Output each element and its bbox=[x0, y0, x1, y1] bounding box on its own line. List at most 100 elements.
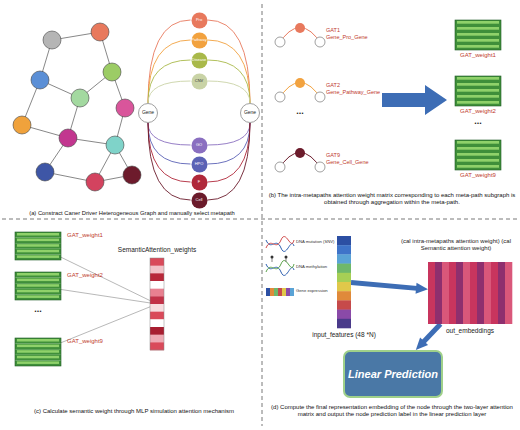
subgraph-vertex bbox=[315, 37, 325, 47]
connector-line bbox=[208, 123, 251, 145]
matrix-border bbox=[15, 338, 61, 366]
matrix-row-highlight bbox=[17, 239, 59, 242]
gene-node: Gene bbox=[240, 103, 260, 123]
matrix-row bbox=[455, 140, 501, 146]
node-circle bbox=[191, 12, 207, 28]
attention-link bbox=[61, 289, 150, 302]
weight-cell bbox=[150, 266, 164, 274]
metapath-name: Gene_Pathway_Gene bbox=[326, 89, 386, 95]
dna-icon bbox=[266, 237, 294, 252]
node-circle bbox=[191, 156, 207, 172]
matrix-row bbox=[455, 32, 501, 38]
matrix-row bbox=[455, 82, 501, 88]
arrow-head bbox=[416, 338, 428, 350]
metapath-subgraph bbox=[275, 148, 325, 172]
weight-matrix: GAT_weight9 bbox=[455, 140, 501, 170]
matrix-row-highlight bbox=[17, 284, 59, 287]
matrix-row-highlight bbox=[17, 295, 59, 298]
node-heading: GAT_weight2 bbox=[67, 272, 137, 279]
methyl-stem bbox=[286, 258, 287, 262]
subgraph-vertex bbox=[275, 92, 285, 102]
embedding-column bbox=[484, 262, 491, 324]
matrix-row bbox=[455, 94, 501, 100]
semantic-weight-bar: SemanticAttention_weights bbox=[150, 258, 164, 350]
feature-stack: input_features (48 *N) bbox=[337, 236, 351, 328]
expression-cell bbox=[266, 288, 270, 296]
metapath-arc bbox=[148, 123, 191, 200]
weight-cell bbox=[150, 319, 164, 327]
connector-line bbox=[423, 324, 440, 342]
metapath-arc bbox=[208, 81, 251, 103]
panel-caption: (b) The intra-metapaths attention weight… bbox=[266, 192, 518, 206]
graph-vertex bbox=[116, 99, 134, 117]
arrow-head bbox=[416, 283, 428, 294]
matrix-row-highlight bbox=[457, 45, 499, 48]
node-circle bbox=[139, 104, 158, 123]
matrix-row-highlight bbox=[457, 89, 499, 92]
node-text: HPO bbox=[195, 162, 204, 167]
metapath-node: CNV bbox=[191, 73, 208, 90]
metapath-name: GAT2 bbox=[326, 82, 366, 88]
matrix-row-highlight bbox=[17, 279, 59, 282]
panel-caption: (d) Compute the final representation emb… bbox=[266, 404, 518, 418]
node-circle bbox=[191, 73, 207, 89]
metapath-name: Gene_Pro_Gene bbox=[326, 34, 386, 40]
matrix-row bbox=[455, 88, 501, 94]
node-shape bbox=[455, 140, 501, 170]
connector-line bbox=[148, 123, 191, 164]
graph-vertex bbox=[43, 31, 61, 49]
methyl-group bbox=[285, 256, 288, 259]
connector-line bbox=[208, 60, 251, 103]
matrix-row bbox=[455, 146, 501, 152]
metapath-arc bbox=[208, 123, 251, 182]
graph-vertex bbox=[13, 116, 31, 134]
weight-cell bbox=[150, 327, 164, 335]
omics-label: DNA mutation (SNV) bbox=[296, 240, 336, 245]
connector-line bbox=[148, 123, 191, 145]
matrix-row bbox=[15, 338, 61, 344]
graph-vertices bbox=[13, 23, 141, 191]
matrix-row-highlight bbox=[457, 21, 499, 24]
connector-line bbox=[208, 20, 251, 103]
subgraph-vertex bbox=[315, 92, 325, 102]
attention-link bbox=[61, 257, 150, 300]
node-circle bbox=[191, 32, 207, 48]
matrix-row-highlight bbox=[457, 27, 499, 30]
matrix-row-highlight bbox=[457, 153, 499, 156]
weight-cell bbox=[150, 304, 164, 312]
expression-cell bbox=[282, 288, 286, 296]
expression-icon bbox=[266, 288, 294, 296]
metapath-arc bbox=[148, 81, 191, 103]
expression-cell bbox=[286, 288, 290, 296]
helix-strand bbox=[266, 237, 294, 248]
node-heading: out_embeddings bbox=[428, 327, 512, 334]
matrix-row-highlight bbox=[17, 350, 59, 353]
matrix-row-highlight bbox=[457, 95, 499, 98]
feature-band bbox=[337, 319, 351, 329]
weight-matrix: GAT_weight2 bbox=[455, 76, 501, 106]
matrix-row bbox=[455, 38, 501, 44]
matrix-row bbox=[15, 232, 61, 238]
metapath-arc bbox=[208, 40, 251, 103]
node-text: Pro bbox=[196, 18, 202, 23]
node-circle bbox=[191, 174, 207, 190]
node-heading: GAT_weight9 bbox=[445, 172, 511, 179]
metapath-arc bbox=[148, 123, 191, 145]
metapath-name: GAT9 bbox=[326, 152, 366, 158]
panel-caption: (a) Constract Caner Driver Heterogeneous… bbox=[4, 210, 260, 217]
connector-line bbox=[351, 283, 417, 289]
weight-cell bbox=[150, 273, 164, 281]
node-text: Pathway bbox=[191, 38, 206, 43]
matrix-border bbox=[15, 272, 61, 300]
panel-divider bbox=[2, 219, 518, 220]
node-heading: GAT_weight2 bbox=[445, 108, 511, 115]
attention-link bbox=[61, 307, 150, 343]
connector-line bbox=[208, 81, 251, 103]
node-shape bbox=[15, 232, 61, 260]
weight-cell bbox=[150, 296, 164, 304]
metapath-node: Cell bbox=[191, 192, 208, 209]
matrix-row bbox=[455, 20, 501, 26]
subgraph-vertex bbox=[315, 162, 325, 172]
matrix-row bbox=[455, 100, 501, 106]
